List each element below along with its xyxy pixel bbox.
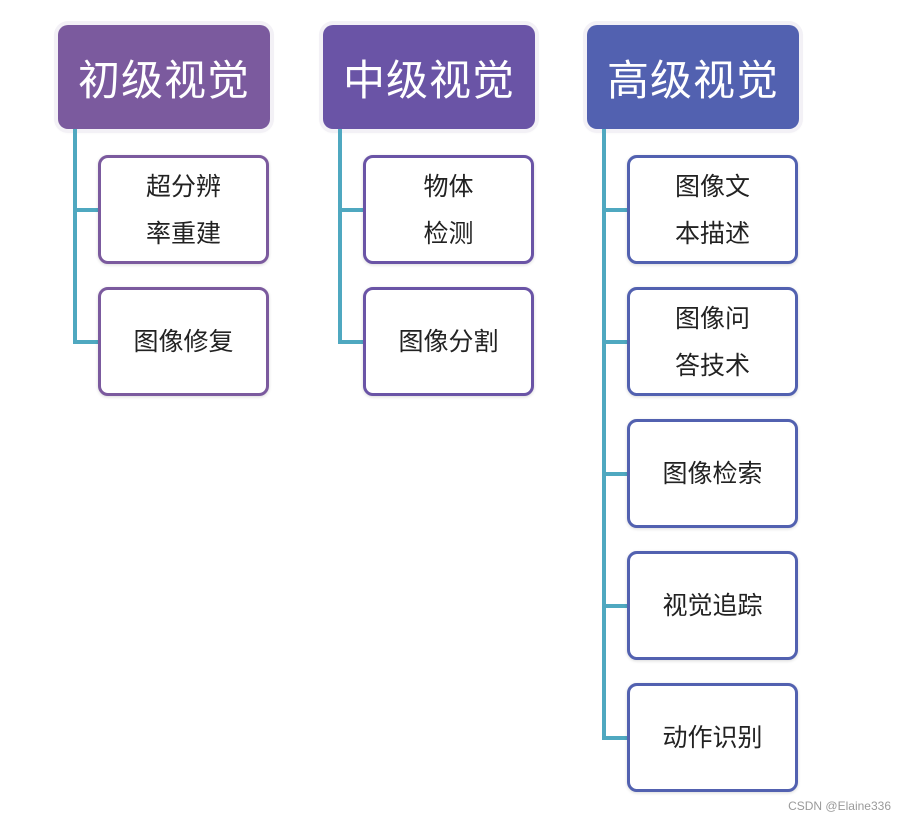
- child-node-label-line: 图像文: [674, 171, 750, 201]
- branch-connector: [602, 603, 627, 608]
- child-node-label-line: 检测: [423, 218, 474, 248]
- branch-connector: [602, 339, 627, 344]
- branch-connector: [338, 339, 363, 344]
- child-node: 超分辨率重建: [98, 155, 269, 264]
- branch-connector: [602, 735, 627, 740]
- branch-connector: [73, 207, 98, 212]
- child-node-label-line: 动作识别: [662, 723, 763, 752]
- branch-connector: [602, 207, 627, 212]
- branch-connector: [73, 339, 98, 344]
- child-node: 视觉追踪: [627, 551, 798, 660]
- child-node: 物体检测: [363, 155, 534, 264]
- branch-connector: [338, 207, 363, 212]
- child-node-label-line: 答技术: [674, 350, 750, 380]
- child-node-label-line: 本描述: [674, 218, 750, 248]
- child-node: 图像检索: [627, 419, 798, 528]
- vertical-connector: [602, 129, 606, 740]
- child-node-label-line: 图像问: [674, 303, 750, 333]
- child-node: 图像修复: [98, 287, 269, 396]
- child-node-label-line: 超分辨: [145, 171, 221, 201]
- child-node: 动作识别: [627, 683, 798, 792]
- child-node-label-line: 视觉追踪: [662, 591, 763, 620]
- child-node-label-line: 物体: [423, 171, 474, 201]
- column-header: 初级视觉: [58, 25, 270, 129]
- child-node-label-line: 图像分割: [398, 327, 499, 356]
- branch-connector: [602, 471, 627, 476]
- watermark: CSDN @Elaine336: [788, 799, 891, 813]
- child-node: 图像问答技术: [627, 287, 798, 396]
- vertical-connector: [73, 129, 77, 344]
- child-node-label-line: 率重建: [145, 218, 221, 248]
- child-node: 图像文本描述: [627, 155, 798, 264]
- child-node-label-line: 图像检索: [662, 459, 763, 488]
- column-header: 中级视觉: [323, 25, 535, 129]
- column-header: 高级视觉: [587, 25, 799, 129]
- child-node: 图像分割: [363, 287, 534, 396]
- vertical-connector: [338, 129, 342, 344]
- child-node-label-line: 图像修复: [133, 327, 234, 356]
